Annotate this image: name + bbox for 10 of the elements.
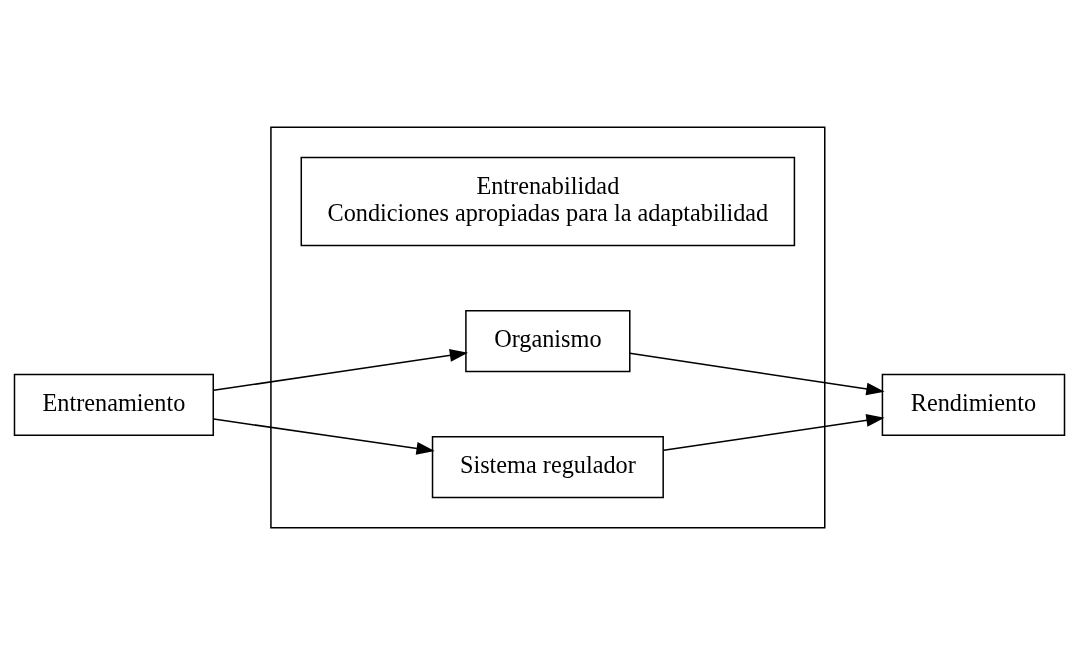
node-box: Entrenabilidad Condiciones apropiadas para la adaptabilidad	[300, 156, 796, 247]
node-box: Sistema regulador	[431, 436, 664, 499]
cluster	[270, 126, 826, 529]
node-box: Entrenamiento	[13, 373, 215, 436]
node-box: Organismo	[465, 310, 631, 373]
arrow	[212, 418, 435, 455]
arrow	[662, 414, 885, 451]
arrow	[212, 349, 468, 392]
node-box: Rendimiento	[881, 373, 1066, 436]
arrow	[629, 352, 885, 396]
